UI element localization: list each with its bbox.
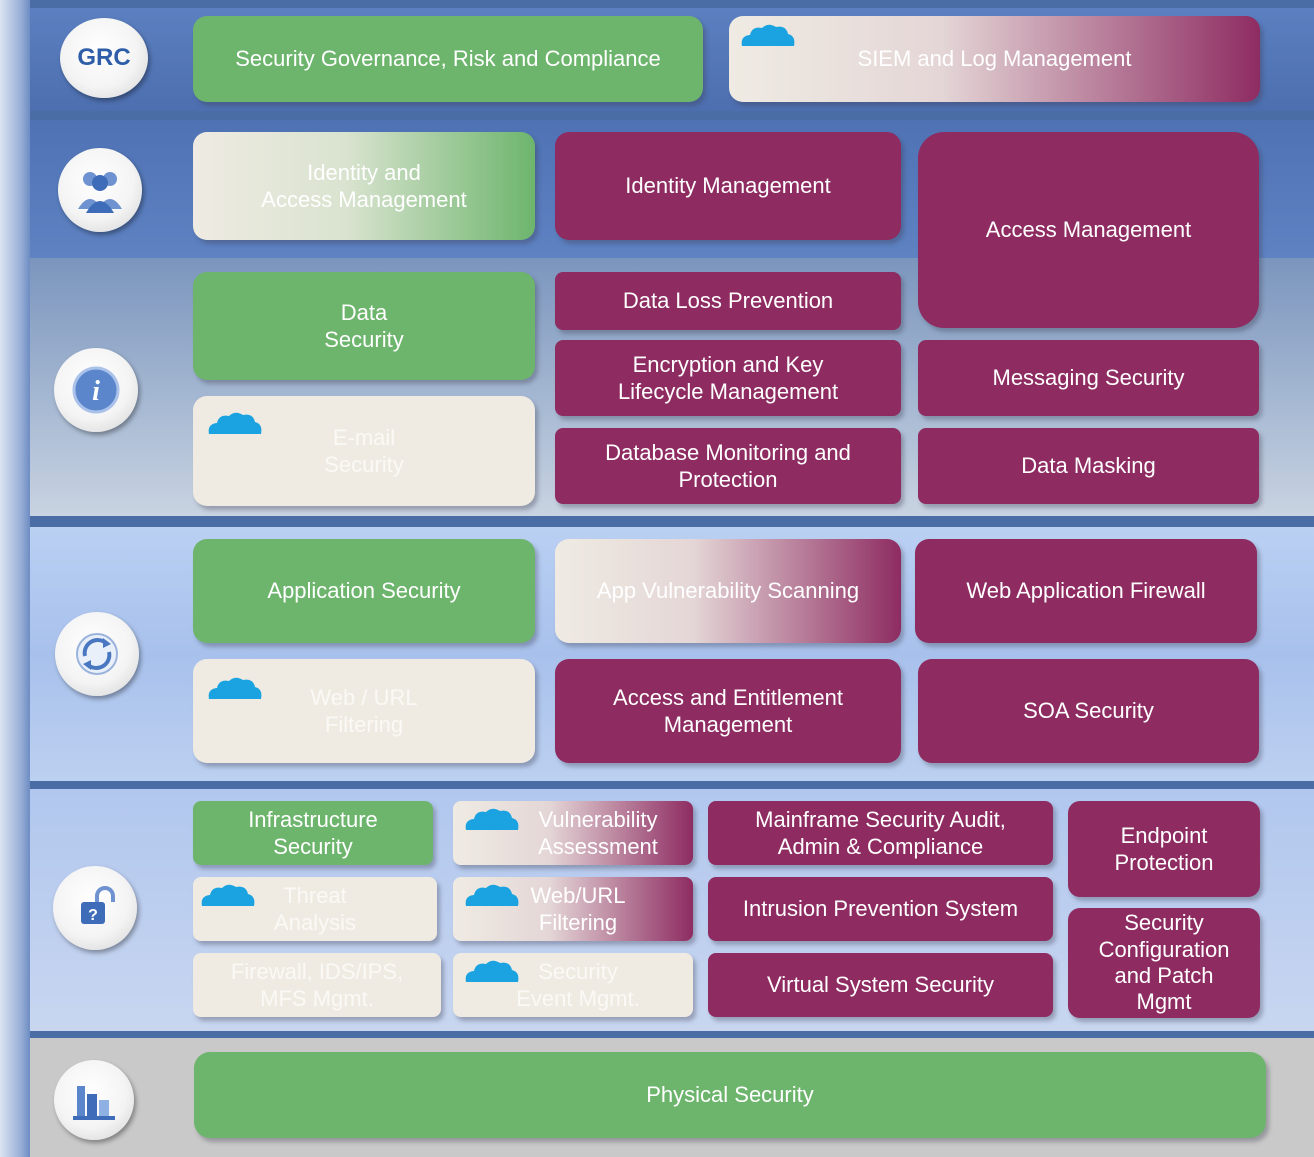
access-management-box: Access Management [918,132,1259,328]
cloud-icon [462,958,520,982]
access-entitlement-management-box: Access and Entitlement Management [555,659,901,763]
security-event-management-box: Security Event Mgmt. [453,953,693,1017]
cloud-icon [462,882,520,906]
virtual-system-security-box: Virtual System Security [708,953,1053,1017]
grc-label: GRC [77,44,131,71]
encryption-key-lifecycle-box: Encryption and Key Lifecycle Management [555,340,901,416]
building-icon [54,1060,134,1140]
endpoint-protection-box: Endpoint Protection [1068,801,1260,897]
identity-access-management-box: Identity and Access Management [193,132,535,240]
data-masking-box: Data Masking [918,428,1259,504]
physical-security-box: Physical Security [194,1052,1266,1138]
firewall-ids-ips-box: Firewall, IDS/IPS, MFS Mgmt. [193,953,441,1017]
soa-security-box: SOA Security [918,659,1259,763]
lock-icon: ? [53,866,137,950]
cloud-icon [198,882,256,906]
governance-risk-compliance-box: Security Governance, Risk and Compliance [193,16,703,102]
web-application-firewall-box: Web Application Firewall [915,539,1257,643]
identity-management-box: Identity Management [555,132,901,240]
database-monitoring-box: Database Monitoring and Protection [555,428,901,504]
svg-text:i: i [92,376,100,407]
security-configuration-patch-box: Security Configuration and Patch Mgmt [1068,908,1260,1018]
cloud-icon [738,22,796,46]
refresh-icon [55,612,139,696]
siem-log-management-box: SIEM and Log Management [729,16,1260,102]
web-url-filtering-app-box: Web / URL Filtering [193,659,535,763]
cloud-icon [462,806,520,830]
grc-badge: GRC [60,18,148,98]
people-icon [58,148,142,232]
info-icon: i [54,348,138,432]
left-edge-decoration [0,0,30,1157]
data-loss-prevention-box: Data Loss Prevention [555,272,901,330]
data-security-box: Data Security [193,272,535,380]
app-vulnerability-scanning-box: App Vulnerability Scanning [555,539,901,643]
intrusion-prevention-box: Intrusion Prevention System [708,877,1053,941]
svg-text:?: ? [88,907,98,924]
cloud-icon [205,675,263,699]
email-security-box: E-mail Security [193,396,535,506]
application-security-box: Application Security [193,539,535,643]
mainframe-security-audit-box: Mainframe Security Audit, Admin & Compli… [708,801,1053,865]
cloud-icon [205,410,263,434]
messaging-security-box: Messaging Security [918,340,1259,416]
infrastructure-security-box: Infrastructure Security [193,801,433,865]
